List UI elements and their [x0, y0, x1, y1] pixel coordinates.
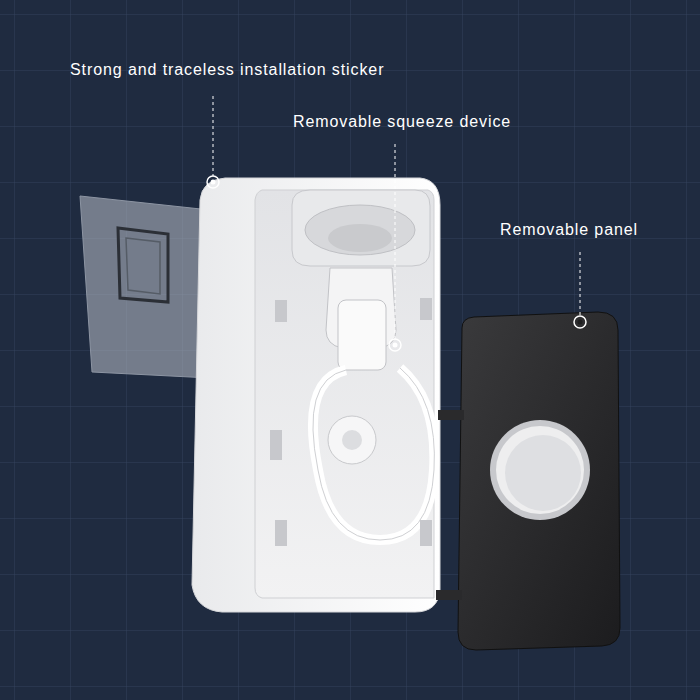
callout-label: Removable squeeze device — [293, 112, 511, 131]
callout-label: Strong and traceless installation sticke… — [70, 60, 384, 79]
callout-label: Removable panel — [500, 220, 638, 239]
